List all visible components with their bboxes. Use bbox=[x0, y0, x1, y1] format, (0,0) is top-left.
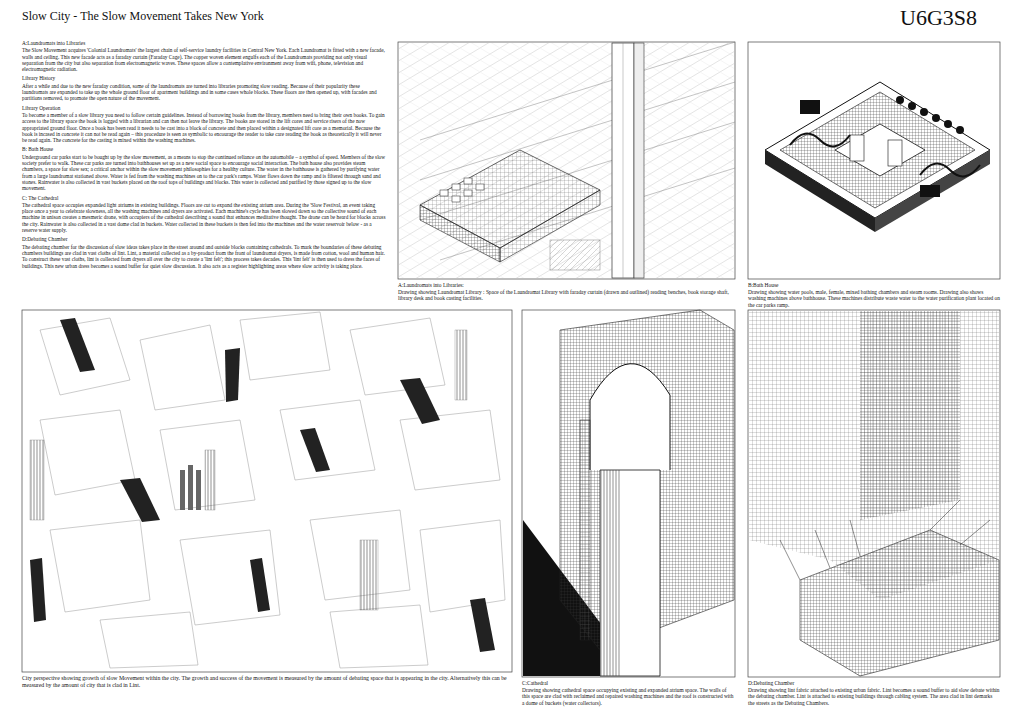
body-paragraph: The Slow Movement acquires 'Colonial Lau… bbox=[22, 47, 386, 72]
section-heading: D:Debating Chamber bbox=[22, 236, 386, 242]
section-heading: Library Operation bbox=[22, 105, 386, 111]
text-column: A:Laundromats into LibrariesThe Slow Mov… bbox=[22, 37, 386, 270]
debating-chamber-drawing bbox=[748, 310, 1000, 677]
bathhouse-drawing bbox=[748, 42, 1000, 279]
section-heading: Library History bbox=[22, 75, 386, 81]
cathedral-drawing bbox=[522, 310, 735, 677]
sheet-code: U6G3S8 bbox=[900, 6, 1010, 30]
body-paragraph: To become a member of a slow library you… bbox=[22, 112, 386, 143]
body-paragraph: Underground car parks start to be bought… bbox=[22, 154, 386, 192]
library-drawing bbox=[398, 42, 735, 279]
body-paragraph: After a while and due to the new faraday… bbox=[22, 83, 386, 102]
caption-text: Drawing showing water pools, male, femal… bbox=[748, 289, 1000, 308]
section-heading: A:Laundromats into Libraries bbox=[22, 40, 386, 46]
section-heading: C: The Cathedral bbox=[22, 195, 386, 201]
caption-text: A:Laundromats into Libraries: bbox=[398, 282, 735, 288]
caption-text: C:Cathedral bbox=[522, 680, 735, 686]
caption-text: B:Bath House bbox=[748, 282, 1000, 288]
caption-text: City perspective showing growth of slow … bbox=[22, 675, 512, 689]
section-heading: B: Bath House bbox=[22, 146, 386, 152]
caption-text: Drawing showing cathedral space occupyin… bbox=[522, 687, 735, 706]
caption-text: Drawing showing lint fabric attached to … bbox=[748, 687, 1000, 706]
board-title: Slow City - The Slow Movement Takes New … bbox=[22, 9, 264, 24]
body-paragraph: The cathedral space occupies expanded li… bbox=[22, 202, 386, 233]
city-perspective bbox=[22, 310, 512, 672]
caption-text: Drawing showing Laundromat Library : Spa… bbox=[398, 289, 735, 302]
caption-text: D:Debating Chamber bbox=[748, 680, 1000, 686]
body-paragraph: The debating chamber for the discussion … bbox=[22, 244, 386, 269]
